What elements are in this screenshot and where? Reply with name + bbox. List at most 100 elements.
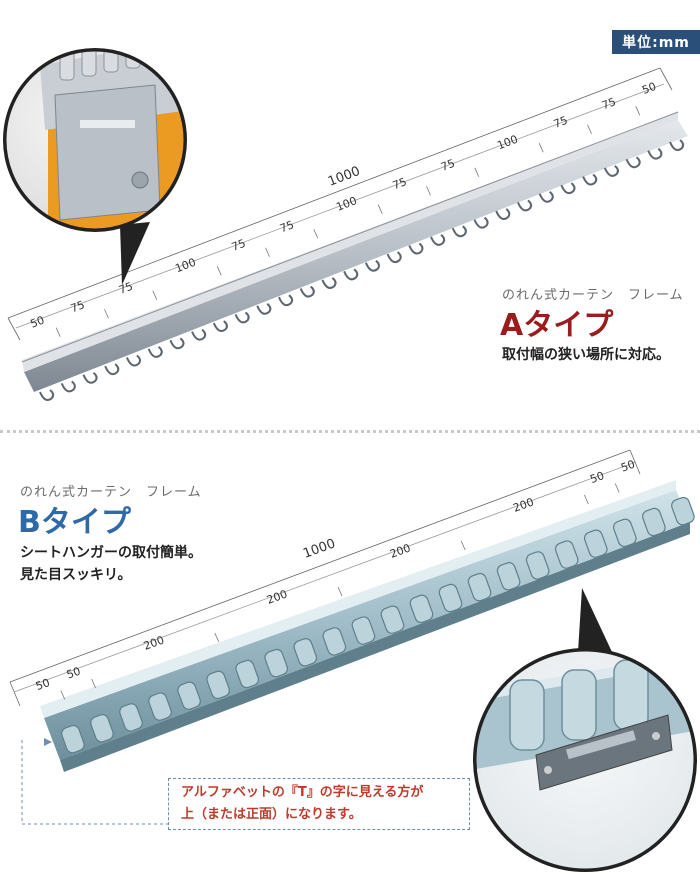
type-b-hook xyxy=(671,496,695,526)
type-a-hook xyxy=(473,216,489,229)
orientation-note-line-2: 上（または正面）になります。 xyxy=(181,807,362,822)
type-a-segment-label: 100 xyxy=(495,133,519,153)
type-a-segment-label: 75 xyxy=(69,298,87,315)
type-a-segment-label: 100 xyxy=(173,256,197,276)
type-a-hook xyxy=(364,259,380,272)
type-a-segment-tick xyxy=(538,143,544,153)
type-b-segment-tick xyxy=(214,632,220,643)
type-b-hook xyxy=(61,724,85,754)
type-a-segment-tick xyxy=(426,186,431,196)
type-b-segment-tick xyxy=(337,586,343,597)
type-b-hook xyxy=(525,551,550,580)
type-b-hook xyxy=(583,529,608,558)
type-a-segment-label: 50 xyxy=(640,80,658,97)
type-a-rail xyxy=(21,111,688,401)
type-a-dimension xyxy=(7,67,673,341)
type-a-hook xyxy=(625,156,641,169)
type-b-segment-tick xyxy=(460,540,466,551)
type-a-hook xyxy=(82,371,98,384)
type-b-segment-label: 200 xyxy=(142,633,166,652)
type-a-segment-tick xyxy=(265,247,270,257)
type-a-segment-label: 75 xyxy=(278,218,296,235)
type-b-hook xyxy=(322,627,347,656)
type-a-description: 取付幅の狭い場所に対応。 xyxy=(502,347,670,363)
type-b-segment-tick xyxy=(584,494,589,505)
type-b-hook xyxy=(90,714,114,743)
type-a-hook xyxy=(386,251,402,264)
type-b-hook xyxy=(177,681,201,710)
type-a-hook xyxy=(234,311,250,324)
type-b-hook xyxy=(293,638,318,667)
type-a-segment-tick xyxy=(104,309,109,319)
type-b-zoom-callout xyxy=(473,588,697,872)
type-a-hook xyxy=(169,337,185,350)
type-a-segment-label: 75 xyxy=(391,175,409,192)
type-b-segment-label: 200 xyxy=(265,587,289,606)
type-a-hook xyxy=(39,389,55,401)
type-b-segment-label: 50 xyxy=(34,676,52,693)
type-a-zoom-callout xyxy=(3,48,187,285)
type-a-total-label: 1000 xyxy=(326,164,362,190)
type-a-segment-tick xyxy=(55,327,61,337)
type-b-dimension xyxy=(9,449,641,707)
type-b-hook xyxy=(206,670,230,700)
note-leader-line xyxy=(21,740,168,825)
type-a-hook xyxy=(603,165,619,177)
type-a-hook xyxy=(147,346,163,358)
type-a-hook xyxy=(669,139,685,151)
type-b-hook xyxy=(438,583,463,613)
type-a-segment-label: 75 xyxy=(230,237,248,254)
type-b-segment-tick xyxy=(60,690,66,700)
type-a-hook xyxy=(60,380,76,393)
type-a-segment-label: 75 xyxy=(439,157,457,174)
type-a-hook xyxy=(560,182,576,195)
type-b-total-label: 1000 xyxy=(301,536,337,561)
orientation-note: アルファベットの『T』の字に見える方が 上（または正面）になります。 xyxy=(168,778,470,830)
type-a-hook xyxy=(299,285,315,298)
type-b-description-line-2: 見た目スッキリ。 xyxy=(20,567,132,583)
type-b-subtitle: のれん式カーテン フレーム xyxy=(20,485,202,500)
type-b-hook xyxy=(264,648,289,678)
type-a-segment-label: 50 xyxy=(29,313,47,330)
section-divider xyxy=(0,430,700,433)
type-b-hook xyxy=(467,572,492,602)
type-b-title: Bタイプ xyxy=(18,505,131,540)
type-a-segment-tick xyxy=(377,204,383,214)
type-b-hook xyxy=(380,605,405,634)
type-a-hook xyxy=(125,354,142,367)
type-a-hook xyxy=(451,225,467,238)
type-a-hook xyxy=(647,147,663,160)
type-b-segment-label: 50 xyxy=(588,469,606,486)
type-a-segment-tick xyxy=(152,290,158,300)
type-b-hook xyxy=(496,562,521,591)
type-b-hook xyxy=(235,659,260,689)
type-a-hook xyxy=(212,320,228,333)
type-a-subtitle: のれん式カーテン フレーム xyxy=(502,288,684,303)
type-b-rail xyxy=(40,480,695,772)
type-a-hook xyxy=(321,277,337,289)
type-a-hook xyxy=(430,234,446,246)
type-b-segment-label: 50 xyxy=(619,458,637,475)
type-b-segment-tick xyxy=(614,483,620,493)
type-a-segment-label: 100 xyxy=(334,194,358,214)
type-a-hook xyxy=(517,199,533,212)
type-a-segment-tick xyxy=(587,124,592,134)
type-a-hook xyxy=(343,268,359,281)
type-a-hook xyxy=(582,173,598,186)
type-a-segment-label: 75 xyxy=(117,280,135,297)
unit-badge: 単位:mm xyxy=(612,30,700,54)
type-b-hook xyxy=(119,703,143,732)
orientation-note-line-1: アルファベットの『T』の字に見える方が xyxy=(181,785,424,800)
type-b-hook xyxy=(148,692,172,721)
type-b-hook xyxy=(554,540,579,569)
type-b-hook xyxy=(612,518,637,548)
type-a-hook xyxy=(191,328,207,341)
type-a-segment-tick xyxy=(216,266,222,276)
type-a-title: Aタイプ xyxy=(500,308,614,343)
type-a-hook xyxy=(104,363,120,376)
type-b-segment-label: 200 xyxy=(388,541,412,560)
type-a-segment-label: 75 xyxy=(552,114,570,131)
type-a-hook xyxy=(538,190,554,203)
